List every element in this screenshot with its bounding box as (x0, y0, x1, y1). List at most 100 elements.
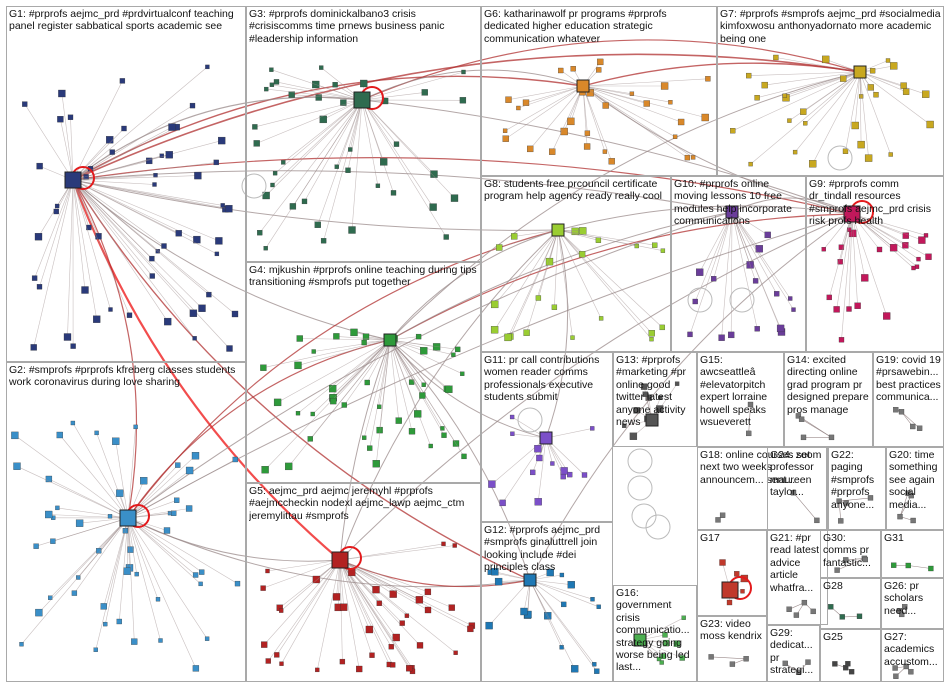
vertex[interactable] (262, 191, 270, 200)
vertex[interactable] (54, 203, 60, 209)
vertex[interactable] (443, 234, 449, 240)
vertex[interactable] (314, 221, 321, 228)
vertex[interactable] (424, 606, 432, 614)
vertex[interactable] (708, 654, 714, 660)
vertex[interactable] (660, 82, 669, 90)
hub-vertex-g11[interactable] (539, 431, 553, 445)
vertex[interactable] (656, 656, 662, 662)
vertex[interactable] (622, 423, 627, 428)
vertex[interactable] (791, 307, 796, 312)
vertex[interactable] (903, 663, 909, 670)
vertex[interactable] (261, 466, 269, 474)
vertex[interactable] (165, 151, 173, 159)
vertex[interactable] (315, 667, 320, 673)
vertex[interactable] (152, 182, 157, 187)
vertex[interactable] (640, 383, 648, 390)
vertex[interactable] (296, 335, 303, 342)
vertex[interactable] (822, 55, 830, 64)
vertex[interactable] (31, 275, 38, 281)
vertex[interactable] (838, 337, 845, 343)
vertex[interactable] (45, 510, 53, 519)
vertex[interactable] (583, 143, 591, 150)
vertex[interactable] (22, 101, 28, 107)
vertex[interactable] (502, 135, 509, 142)
vertex[interactable] (107, 514, 113, 519)
vertex[interactable] (215, 237, 223, 245)
vertex[interactable] (81, 286, 89, 294)
hub-vertex-g4[interactable] (383, 333, 397, 347)
vertex[interactable] (916, 425, 923, 431)
vertex[interactable] (549, 148, 556, 155)
vertex[interactable] (761, 81, 768, 89)
vertex[interactable] (109, 149, 115, 155)
vertex[interactable] (265, 568, 270, 574)
vertex[interactable] (415, 333, 422, 340)
vertex[interactable] (598, 316, 604, 321)
vertex[interactable] (658, 395, 663, 400)
vertex[interactable] (510, 431, 515, 436)
vertex[interactable] (897, 513, 903, 520)
vertex[interactable] (307, 436, 313, 442)
vertex[interactable] (395, 417, 402, 424)
vertex[interactable] (399, 620, 405, 626)
vertex[interactable] (734, 571, 740, 577)
vertex[interactable] (754, 326, 760, 332)
vertex[interactable] (873, 92, 879, 98)
vertex[interactable] (163, 527, 171, 534)
vertex[interactable] (828, 604, 834, 610)
vertex[interactable] (467, 625, 474, 633)
vertex[interactable] (782, 660, 788, 667)
vertex[interactable] (719, 512, 726, 518)
vertex[interactable] (185, 466, 194, 475)
vertex[interactable] (596, 67, 602, 73)
vertex[interactable] (429, 203, 437, 211)
vertex[interactable] (67, 114, 74, 120)
vertex[interactable] (567, 581, 575, 589)
vertex[interactable] (288, 91, 295, 98)
vertex[interactable] (260, 585, 266, 591)
vertex[interactable] (285, 462, 293, 471)
vertex[interactable] (192, 572, 199, 578)
vertex[interactable] (864, 154, 873, 162)
vertex[interactable] (643, 100, 650, 107)
vertex[interactable] (659, 324, 665, 331)
vertex[interactable] (393, 141, 400, 147)
vertex[interactable] (269, 67, 274, 72)
vertex[interactable] (602, 149, 608, 154)
vertex[interactable] (390, 190, 397, 196)
vertex[interactable] (192, 665, 200, 672)
vertex[interactable] (645, 394, 652, 401)
vertex[interactable] (206, 291, 212, 298)
vertex[interactable] (112, 437, 120, 445)
vertex[interactable] (414, 410, 422, 418)
vertex[interactable] (545, 257, 554, 266)
vertex[interactable] (377, 404, 382, 409)
vertex[interactable] (848, 669, 855, 675)
vertex[interactable] (899, 611, 905, 618)
vertex[interactable] (928, 565, 934, 572)
vertex[interactable] (832, 661, 838, 667)
vertex[interactable] (530, 469, 536, 476)
vertex[interactable] (523, 329, 530, 336)
vertex[interactable] (376, 600, 382, 606)
vertex[interactable] (790, 490, 797, 496)
vertex[interactable] (681, 615, 686, 620)
vertex[interactable] (116, 618, 122, 625)
vertex[interactable] (908, 492, 914, 499)
vertex[interactable] (534, 498, 542, 506)
vertex[interactable] (801, 599, 808, 606)
vertex[interactable] (11, 431, 19, 440)
vertex[interactable] (416, 642, 424, 649)
vertex[interactable] (53, 208, 59, 215)
hub-vertex-g9[interactable] (843, 205, 861, 223)
vertex[interactable] (274, 652, 280, 658)
vertex[interactable] (273, 398, 282, 407)
vertex[interactable] (168, 123, 176, 131)
vertex[interactable] (795, 669, 802, 675)
vertex[interactable] (341, 402, 347, 408)
vertex[interactable] (800, 108, 807, 115)
vertex[interactable] (232, 456, 238, 463)
vertex[interactable] (916, 256, 921, 262)
vertex[interactable] (535, 295, 542, 301)
vertex[interactable] (890, 62, 898, 70)
